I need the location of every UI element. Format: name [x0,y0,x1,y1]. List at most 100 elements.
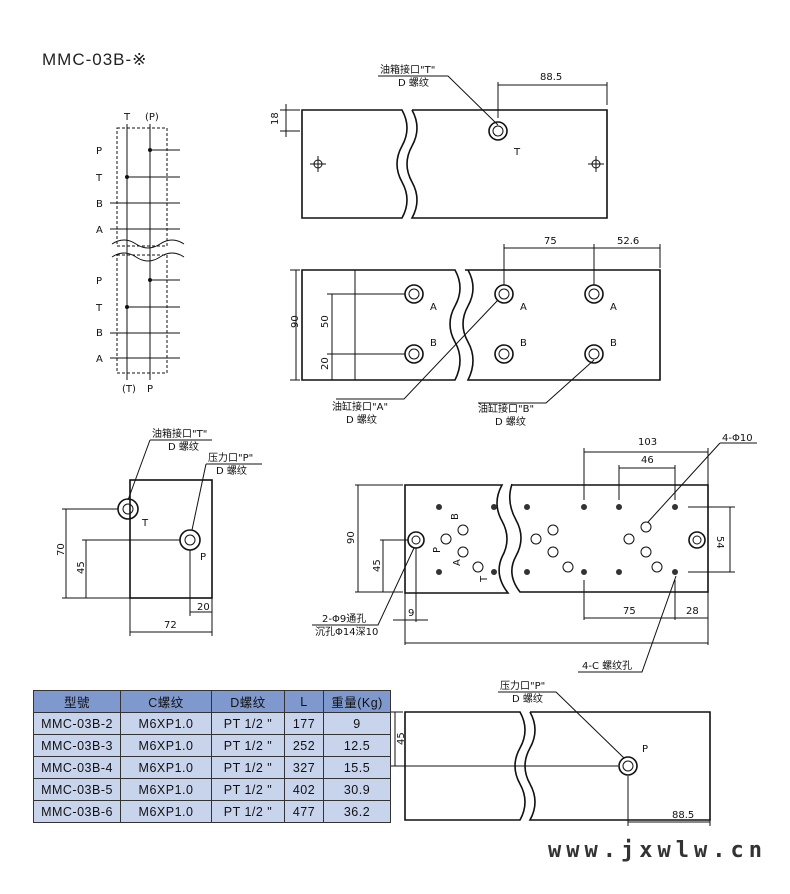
table-cell: 15.5 [323,756,391,779]
dim-88-5: 88.5 [540,72,562,83]
callout-thread-holes: 4-C 螺纹孔 [582,659,632,672]
dim-50: 50 [320,315,331,328]
port-label: A [96,225,103,236]
table-cell: 30.9 [323,778,391,801]
table-cell: M6XP1.0 [120,778,212,801]
dim-45: 45 [396,732,407,745]
schematic-bottom-p: P [147,384,153,395]
header-model: 型號 [33,690,121,713]
dim-70: 70 [56,543,67,556]
table-cell: PT 1/2 " [211,800,285,823]
callout-4-holes: 4-Φ10 [722,433,753,444]
table-cell: 477 [284,800,324,823]
port-label: B [96,328,103,339]
callout-pressure-port: 压力口"P" [500,679,545,692]
port-label: A [96,354,103,365]
dim-88-5: 88.5 [672,810,694,821]
port-b-label: B [610,338,617,349]
dim-45: 45 [372,559,383,572]
table-cell: PT 1/2 " [211,756,285,779]
dim-75: 75 [544,236,557,247]
port-label: P [96,146,102,157]
callout-thread: D 螺纹 [168,440,199,453]
port-b-label: B [450,513,461,520]
dim-9: 9 [408,608,414,619]
table-cell: MMC-03B-5 [33,778,121,801]
header-d-thread: D螺纹 [211,690,285,713]
table-cell: 327 [284,756,324,779]
dim-90: 90 [290,315,301,328]
header-weight: 重量(Kg) [323,690,391,713]
ports-view: A A A B B B 75 52.6 90 50 20 油缸接口"A" D 螺… [290,236,661,428]
dim-90: 90 [346,531,357,544]
table-cell: PT 1/2 " [211,734,285,757]
port-t-label: T [513,147,521,158]
callout-thread: D 螺纹 [512,692,543,705]
port-p-label: P [642,744,648,755]
dim-52-6: 52.6 [617,236,639,247]
callout-thread: D 螺纹 [346,413,377,426]
dim-72: 72 [164,620,177,631]
table-cell: 36.2 [323,800,391,823]
callout-counterbore: 沉孔Φ14深10 [315,625,378,638]
bottom-view: P B A T 103 46 4-Φ10 90 45 54 9 75 28 2-… [312,433,757,673]
model-title: MMC-03B-※ [42,50,148,69]
table-cell: 402 [284,778,324,801]
table-cell: M6XP1.0 [120,800,212,823]
schematic-top-t: T [123,112,131,123]
port-b-label: B [430,338,437,349]
schematic-bottom-t: (T) [122,384,136,395]
callout-pressure-port: 压力口"P" [208,451,253,464]
callout-through-holes: 2-Φ9通孔 [322,613,366,625]
watermark: www.jxwlw.cn [548,838,767,863]
pressure-port-view: P 压力口"P" D 螺纹 45 88.5 [390,679,711,826]
table-cell: MMC-03B-3 [33,734,121,757]
dim-20: 20 [320,357,331,370]
table-cell: 252 [284,734,324,757]
table-header-row: 型號 C螺纹 D螺纹 L 重量(Kg) [33,690,391,713]
port-a-label: A [520,302,527,313]
port-label: T [95,303,103,314]
callout-cylinder-b: 油缸接口"B" [478,402,534,415]
callout-thread: D 螺纹 [495,415,526,428]
callout-tank-port: 油箱接口"T" [380,63,435,76]
callout-cylinder-a: 油缸接口"A" [332,400,388,413]
header-c-thread: C螺纹 [120,690,212,713]
port-a-label: A [452,559,463,566]
callout-tank-port: 油箱接口"T" [152,427,207,440]
dim-103: 103 [638,437,657,448]
hydraulic-schematic: T (P) P T B A P T B A (T) P [95,112,185,395]
table-cell: M6XP1.0 [120,734,212,757]
table-cell: PT 1/2 " [211,712,285,735]
table-cell: 12.5 [323,734,391,757]
table-cell: MMC-03B-4 [33,756,121,779]
port-t-label: T [141,518,149,529]
port-t-label: T [479,575,490,583]
schematic-top-p: (P) [145,112,159,123]
side-view: T P 油箱接口"T" D 螺纹 压力口"P" D 螺纹 70 45 20 72 [56,427,262,636]
header-l: L [284,690,324,713]
table-cell: PT 1/2 " [211,778,285,801]
table-cell: MMC-03B-2 [33,712,121,735]
dim-46: 46 [641,455,654,466]
dim-18: 18 [270,112,281,125]
port-p-label: P [200,552,206,563]
callout-thread: D 螺纹 [216,464,247,477]
dim-20: 20 [197,602,210,613]
port-label: P [96,276,102,287]
table-cell: MMC-03B-6 [33,800,121,823]
dim-54: 54 [714,536,725,549]
port-a-label: A [430,302,437,313]
port-label: B [96,199,103,210]
table-cell: 177 [284,712,324,735]
dim-75: 75 [623,606,636,617]
port-a-label: A [610,302,617,313]
dim-28: 28 [686,606,699,617]
